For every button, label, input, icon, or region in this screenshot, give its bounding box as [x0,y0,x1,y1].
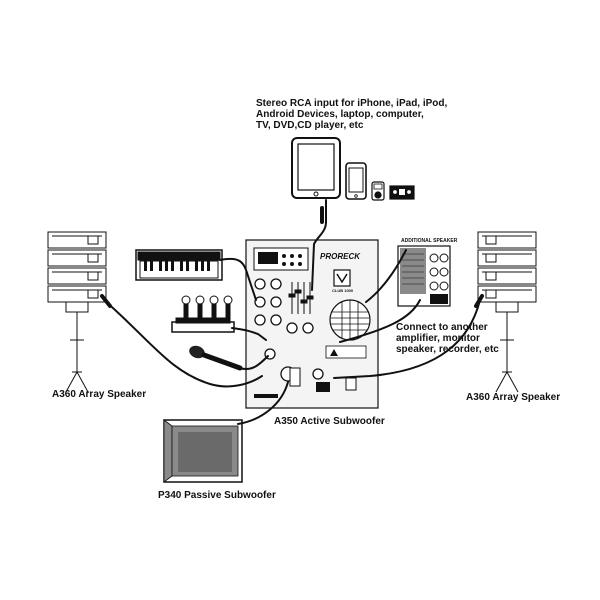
speaker-array-icon [47,231,107,393]
cables [100,199,484,425]
model-label: CLUB 1000 [332,288,354,293]
ipod-icon [371,181,385,201]
subwoofer-icon [163,419,243,483]
connect-label-line2: amplifier, monitor [396,333,480,344]
rca-input-label-line3: TV, DVD,CD player, etc [256,120,364,131]
active-subwoofer-label: A350 Active Subwoofer [274,416,385,427]
speaker-array-icon [477,231,537,393]
wireless-mics-icon [171,295,235,333]
brand-logo-text: PRORECK [320,252,361,261]
radio-icon [389,185,415,200]
tablet-icon [291,137,341,199]
right-speaker-label: A360 Array Speaker [466,392,561,403]
phone-icon [345,162,367,200]
rca-input-label-line2: Android Devices, laptop, computer, [256,109,424,120]
connect-label-line1: Connect to another [396,322,488,333]
additional-speaker-panel [397,245,451,307]
additional-speaker-label: ADDITIONAL SPEAKER [401,238,458,244]
active-subwoofer-panel [245,239,379,409]
keyboard-icon [135,249,223,281]
connect-label-line3: speaker, recorder, etc [396,344,499,355]
left-speaker-label: A360 Array Speaker [52,389,147,400]
rca-input-label-line1: Stereo RCA input for iPhone, iPad, iPod, [256,98,448,109]
passive-subwoofer-label: P340 Passive Subwoofer [158,490,276,501]
microphone-icon [189,345,243,371]
